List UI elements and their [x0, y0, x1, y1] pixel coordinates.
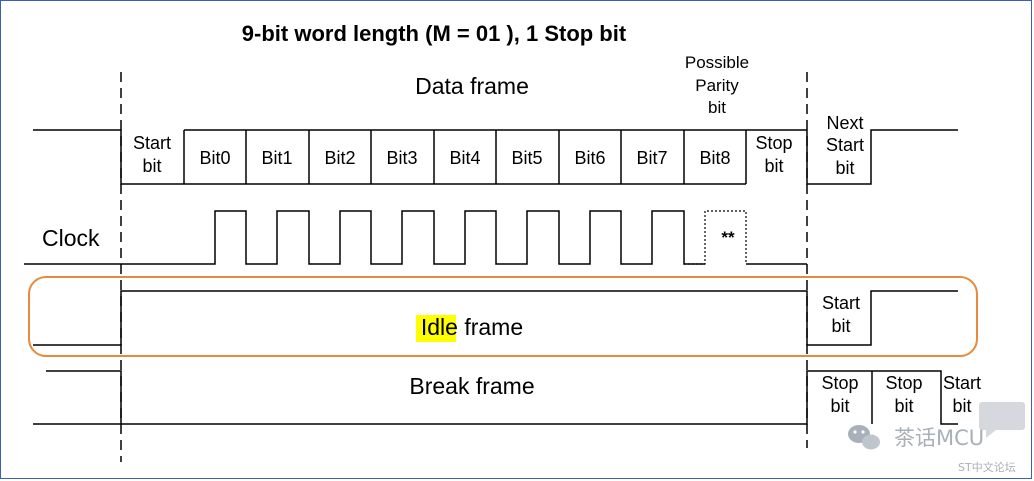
idle-frame-label: Idle frame — [421, 314, 523, 340]
bit-cell-3: Bit3 — [386, 148, 417, 168]
next-start-bit-label-line-1: Next — [826, 113, 863, 133]
parity-label: Possible Parity bit — [685, 53, 749, 117]
break-frame-waveform — [46, 370, 958, 425]
stop-bit-label-line-1: Stop — [755, 133, 792, 153]
start-bit-label-line-1: Start — [133, 133, 171, 153]
idle-word-highlight — [416, 315, 456, 342]
break-stop1-line-2: bit — [830, 396, 849, 416]
break-stop1-line-1: Stop — [821, 373, 858, 393]
break-stop2-line-2: bit — [894, 396, 913, 416]
watermark-site: ST中文论坛 — [958, 460, 1016, 474]
idle-start-bit-line-1: Start — [822, 293, 860, 313]
data-frame-label: Data frame — [415, 73, 529, 99]
break-start-line-2: bit — [952, 396, 971, 416]
break-start-line-1: Start — [943, 373, 981, 393]
diagram-title: 9-bit word length (M = 01 ), 1 Stop bit — [242, 21, 627, 46]
stop-bit-label-line-2: bit — [764, 156, 783, 176]
idle-frame-word: frame — [458, 314, 523, 340]
parity-label-line-2: Parity — [695, 76, 739, 95]
clock-optional-pulse — [684, 210, 747, 265]
bit-cell-0: Bit0 — [199, 148, 230, 168]
idle-start-bit-line-2: bit — [831, 316, 850, 336]
next-start-bit-label-line-3: bit — [835, 158, 854, 178]
break-stop2-line-1: Stop — [885, 373, 922, 393]
clock-optional-mark: ** — [721, 228, 735, 247]
start-bit-label-line-2: bit — [142, 156, 161, 176]
idle-frame-highlight-box — [28, 276, 978, 357]
parity-label-line-1: Possible — [685, 53, 749, 72]
bit-cell-5: Bit5 — [511, 148, 542, 168]
bit-cell-8: Bit8 — [699, 148, 730, 168]
idle-word: Idle — [421, 314, 458, 340]
speech-bubble-icon — [979, 402, 1025, 438]
parity-label-line-3: bit — [708, 98, 726, 117]
bit-cell-7: Bit7 — [636, 148, 667, 168]
watermark-brand: 茶话MCU — [894, 426, 984, 450]
clock-waveform — [24, 210, 705, 265]
bit-cell-1: Bit1 — [261, 148, 292, 168]
watermark: 茶话MCU ST中文论坛 — [848, 402, 1025, 474]
idle-frame-waveform — [33, 290, 958, 346]
clock-label: Clock — [42, 225, 100, 251]
bit-cell-4: Bit4 — [449, 148, 480, 168]
data-frame-row — [33, 129, 958, 185]
bit-cell-6: Bit6 — [574, 148, 605, 168]
break-frame-label: Break frame — [409, 373, 534, 399]
wechat-icon — [848, 425, 880, 450]
bit-cell-2: Bit2 — [324, 148, 355, 168]
next-start-bit-label-line-2: Start — [826, 135, 864, 155]
